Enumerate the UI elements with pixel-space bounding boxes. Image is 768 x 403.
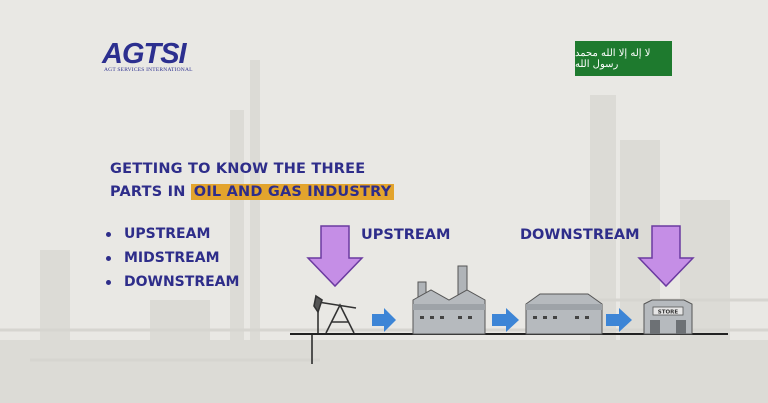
list-item-label: DOWNSTREAM [124, 274, 240, 290]
warehouse-icon [525, 293, 603, 335]
bullet-icon [106, 255, 111, 261]
list-item: DOWNSTREAM [106, 270, 239, 294]
parts-list: UPSTREAM MIDSTREAM DOWNSTREAM [106, 222, 239, 294]
headline-line-1: GETTING TO KNOW THE THREE [110, 161, 366, 177]
flow-arrow-icon [492, 308, 519, 332]
flow-arrow-icon [372, 308, 396, 332]
upstream-label: UPSTREAM [361, 227, 451, 243]
headline-line-2: PARTS IN OIL AND GAS INDUSTRY [110, 181, 395, 204]
list-item: UPSTREAM [106, 222, 239, 246]
flag-inscription: لا إله إلا الله محمد رسول الله [575, 47, 651, 70]
store-icon: STORE [643, 299, 693, 335]
downstream-label: DOWNSTREAM [520, 227, 640, 243]
headline-highlight: OIL AND GAS INDUSTRY [190, 184, 395, 200]
headline: GETTING TO KNOW THE THREE PARTS IN OIL A… [110, 158, 395, 204]
down-arrow-icon [306, 225, 364, 288]
logo-wordmark: AGTSI [102, 38, 187, 70]
list-item-label: MIDSTREAM [124, 250, 220, 266]
list-item-label: UPSTREAM [124, 226, 211, 242]
saudi-flag: لا إله إلا الله محمد رسول الله [575, 41, 672, 76]
bullet-icon [106, 279, 111, 285]
bullet-icon [106, 231, 111, 237]
store-sign: STORE [658, 310, 679, 316]
logo-tagline: AGT SERVICES INTERNATIONAL [104, 67, 193, 73]
factory-icon [412, 265, 486, 335]
pumpjack-icon [313, 294, 357, 334]
agtsi-logo: AGTSI AGT SERVICES INTERNATIONAL [102, 40, 202, 76]
headline-line-2-prefix: PARTS IN [110, 184, 191, 200]
list-item: MIDSTREAM [106, 246, 239, 270]
down-arrow-icon [637, 225, 695, 288]
flow-arrow-icon [606, 308, 632, 332]
